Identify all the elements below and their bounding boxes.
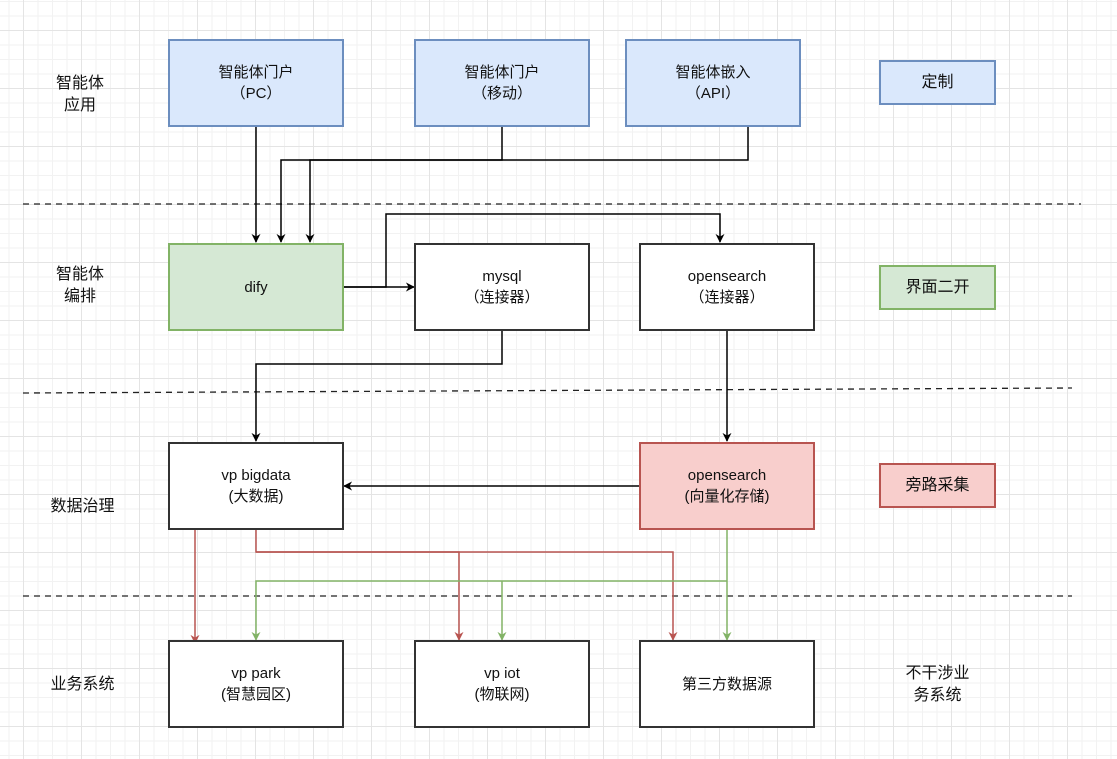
node-mysql[interactable]: mysql （连接器） [414,243,590,331]
legend-custom[interactable]: 定制 [879,60,996,105]
node-title: 智能体嵌入 [675,64,751,81]
node-title: opensearch [687,467,767,484]
legend-text: 务系统 [913,687,962,704]
node-title: 智能体门户 [464,64,540,81]
node-subtitle: (物联网) [474,686,530,703]
node-title: 智能体门户 [218,64,294,81]
edge-mysql-to-bigdata [251,330,503,442]
node-subtitle: （API） [685,85,741,102]
layer-label-line: 编排 [63,288,96,305]
legend-text: 旁路采集 [905,477,970,494]
node-opensearch-vector[interactable]: opensearch (向量化存储) [639,442,815,530]
legend-bypass-collect[interactable]: 旁路采集 [879,463,996,508]
layer-label-line: 应用 [63,97,96,114]
node-embed-api[interactable]: 智能体嵌入 （API） [625,39,801,127]
layer-label-line: 数据治理 [50,498,115,515]
layer-label-line: 智能体 [55,75,104,92]
node-subtitle: （连接器） [464,289,540,306]
node-park[interactable]: vp park (智慧园区) [168,640,344,728]
edge-embed-api-to-dify [305,126,749,243]
layer-label-line: 业务系统 [50,676,115,693]
layer-separator-2 [22,387,1073,394]
edge-vector-to-park [251,580,727,641]
legend-ui-secondary-dev[interactable]: 界面二开 [879,265,996,310]
node-subtitle: （移动） [471,85,532,102]
legend-text: 定制 [921,74,954,91]
edge-portal-mobile-to-dify [276,126,503,243]
node-portal-mobile[interactable]: 智能体门户 （移动） [414,39,590,127]
node-subtitle: (大数据) [228,488,284,505]
node-title: vp bigdata [221,467,291,484]
edge-bigdata-to-iot [255,529,464,641]
layer-label-line: 智能体 [55,266,104,283]
node-subtitle: (智慧园区) [221,686,291,703]
node-iot[interactable]: vp iot (物联网) [414,640,590,728]
legend-text: 不干涉业 [905,665,970,682]
node-bigdata[interactable]: vp bigdata (大数据) [168,442,344,530]
edge-bigdata-to-third-party [256,551,678,641]
layer-label-orchestration: 智能体 编排 [40,263,120,309]
node-third-party[interactable]: 第三方数据源 [639,640,815,728]
node-subtitle: （连接器） [689,289,765,306]
node-subtitle: （PC） [230,85,282,102]
node-title: dify [244,278,268,296]
node-title: vp park [231,665,281,682]
node-subtitle: (向量化存储) [684,488,770,505]
node-title: vp iot [484,665,520,682]
layer-label-business: 业务系统 [35,673,130,697]
node-title: opensearch [687,268,767,285]
node-title: 第三方数据源 [681,675,772,693]
node-title: mysql [482,268,522,285]
layer-label-app: 智能体 应用 [40,72,120,118]
legend-no-interference: 不干涉业 务系统 [880,662,995,708]
node-portal-pc[interactable]: 智能体门户 （PC） [168,39,344,127]
layer-label-governance: 数据治理 [35,495,130,519]
node-opensearch-connector[interactable]: opensearch （连接器） [639,243,815,331]
legend-text: 界面二开 [905,279,970,296]
node-dify[interactable]: dify [168,243,344,331]
